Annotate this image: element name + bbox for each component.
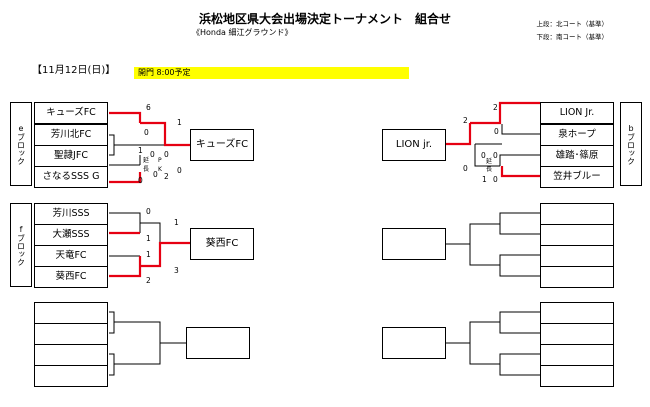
empty-team-slot (540, 365, 614, 387)
court-top-note: 上段：北コート（基準） (536, 20, 609, 28)
team-izumi-hope: 泉ホープ (540, 124, 614, 146)
team-kyuzu-fc: キューズFC (34, 102, 108, 124)
score-e-final-top: 1 (177, 118, 182, 127)
team-seirei-jfc: 聖隷JFC (34, 145, 108, 167)
empty-team-slot (34, 323, 108, 345)
team-hokawakita-fc: 芳川北FC (34, 124, 108, 146)
score-b-s2a: 0 (481, 151, 486, 160)
score-e-s2b: 0 (138, 176, 143, 185)
score-e-pk-a: 0 (150, 150, 155, 159)
team-hokawa-sss: 芳川SSS (34, 203, 108, 225)
winner-b-block: LION jr. (382, 129, 446, 161)
team-sanaru-sss-g: さなるSSS G (34, 166, 108, 188)
empty-team-slot (540, 245, 614, 267)
team-ose-sss: 大瀬SSS (34, 224, 108, 246)
score-e-final-bottom: 0 (177, 166, 182, 175)
gate-open-notice: 開門 8:00予定 (134, 67, 409, 79)
winner-f-block: 葵西FC (190, 228, 254, 260)
score-b-s1b: 0 (494, 127, 499, 136)
e-overtime-mark-2: 長 (143, 166, 150, 173)
empty-winner-slot (186, 327, 250, 359)
score-f-final-top: 1 (174, 218, 179, 227)
empty-team-slot (34, 302, 108, 324)
score-b-s2b: 0 (493, 151, 498, 160)
score-e-pk-d: 2 (164, 172, 169, 181)
team-lion-jr: LION Jr. (540, 102, 614, 124)
score-e-s1b: 0 (144, 128, 149, 137)
empty-team-slot (34, 365, 108, 387)
e-overtime-mark: 延 (143, 157, 150, 164)
winner-e-block: キューズFC (190, 129, 254, 161)
score-b-s1a: 2 (493, 103, 498, 112)
score-b-final-top: 2 (463, 116, 468, 125)
b-overtime-mark-2: 長 (486, 166, 493, 173)
team-tenryu-fc: 天竜FC (34, 245, 108, 267)
empty-team-slot (540, 344, 614, 366)
empty-team-slot (540, 203, 614, 225)
venue-subtitle: 《Honda 細江グラウンド》 (192, 28, 293, 37)
empty-winner-slot (382, 228, 446, 260)
score-f-s2a: 1 (146, 250, 151, 259)
score-f-s2b: 2 (146, 276, 151, 285)
e-pk-mark-2: K (158, 166, 162, 173)
score-b-pk-b: 1 (482, 175, 487, 184)
e-pk-mark: P (158, 157, 162, 164)
team-kasai-blue: 笠井ブルー (540, 166, 614, 188)
empty-team-slot (540, 323, 614, 345)
page-title: 浜松地区県大会出場決定トーナメント 組合せ (198, 12, 451, 26)
empty-team-slot (540, 266, 614, 288)
block-label-b: bブロック (620, 102, 642, 186)
empty-team-slot (540, 302, 614, 324)
score-e-pk-b: 0 (164, 150, 169, 159)
court-bottom-note: 下段：南コート（基準） (536, 33, 609, 41)
score-e-s2a: 1 (138, 146, 143, 155)
block-label-f: fブロック (10, 203, 32, 287)
match-date: 【11月12日(日)】 (32, 65, 116, 76)
score-f-s1b: 1 (146, 234, 151, 243)
score-f-final-bottom: 3 (174, 266, 179, 275)
empty-team-slot (34, 344, 108, 366)
team-yuto-shinohara: 雄踏･篠原 (540, 145, 614, 167)
score-b-final-bottom: 0 (463, 164, 468, 173)
block-label-e: eブロック (10, 102, 32, 186)
score-e-pk-c: 0 (153, 170, 158, 179)
score-b-pk-c: 0 (493, 175, 498, 184)
team-aoinishi-fc: 葵西FC (34, 266, 108, 288)
b-overtime-mark: 延 (486, 158, 493, 165)
score-f-s1a: 0 (146, 207, 151, 216)
empty-winner-slot (382, 327, 446, 359)
empty-team-slot (540, 224, 614, 246)
score-e-s1a: 6 (146, 103, 151, 112)
